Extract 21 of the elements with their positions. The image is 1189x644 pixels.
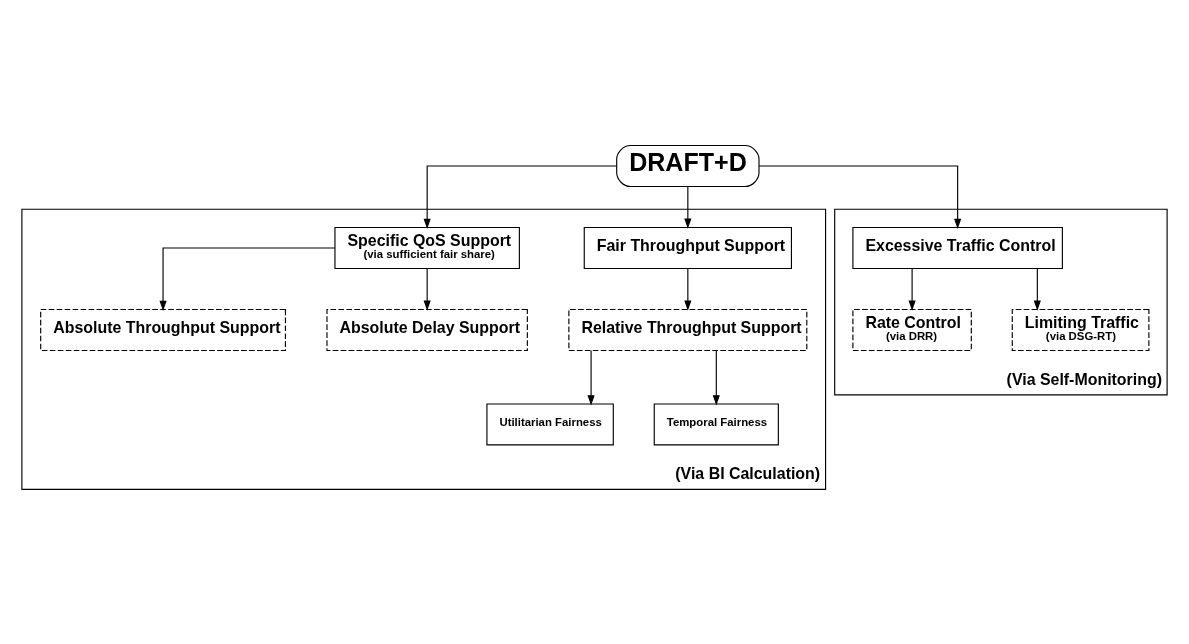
arrow — [423, 268, 431, 311]
node-box: Excessive Traffic Control — [852, 226, 1063, 270]
arrow — [684, 186, 692, 229]
node-box: Limiting Traffic (via DSG-RT) — [1011, 308, 1150, 352]
arrow — [423, 165, 618, 230]
node-box: Absolute Delay Support — [326, 308, 528, 352]
node-box: Temporal Fairness — [653, 403, 779, 446]
node-box: Specific QoS Support (via sufficient fair share) — [334, 226, 520, 270]
node-box: Relative Throughput Support — [568, 308, 808, 352]
node-box: Rate Control (via DRR) — [852, 308, 972, 352]
arrow — [1033, 268, 1041, 311]
node-box: Absolute Throughput Support — [40, 308, 286, 352]
arrow — [684, 268, 692, 311]
arrow — [758, 165, 962, 230]
node-box: Utilitarian Fairness — [486, 403, 614, 446]
node-box: Fair Throughput Support — [583, 226, 792, 270]
node-box: DRAFT+D — [616, 145, 760, 188]
arrow — [159, 247, 336, 311]
arrow — [712, 349, 720, 406]
arrow — [908, 268, 916, 311]
arrow — [587, 349, 595, 406]
